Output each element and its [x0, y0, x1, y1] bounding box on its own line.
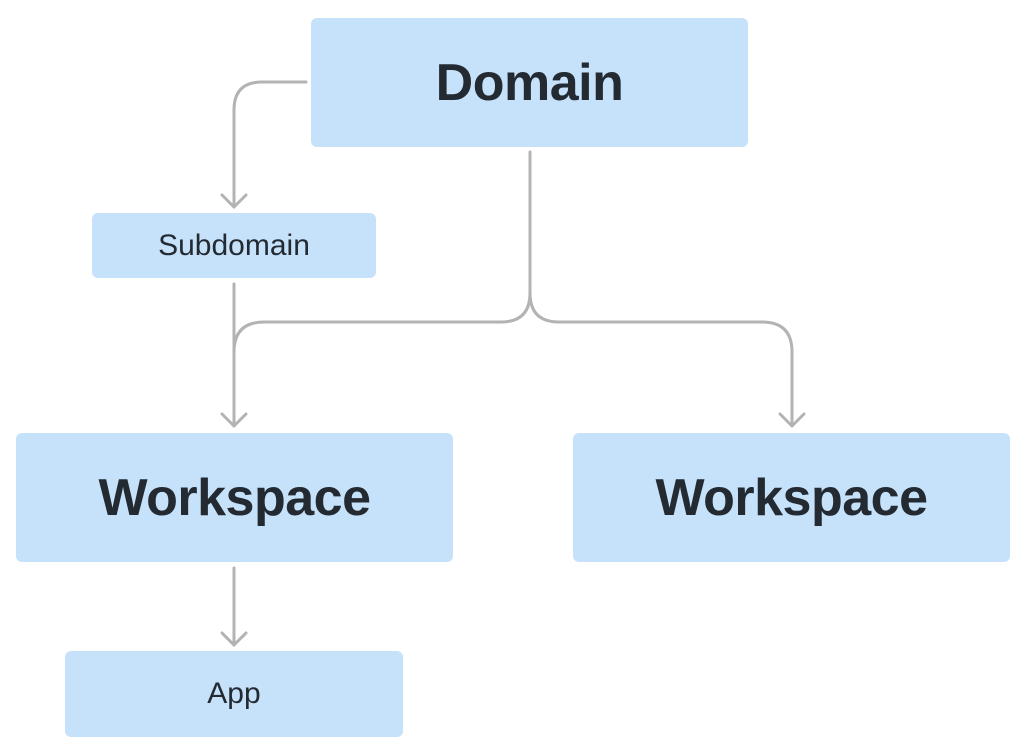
subdomain-node: Subdomain — [92, 213, 376, 278]
app-label: App — [207, 677, 261, 710]
edge-domain-to-workspace-right — [528, 291, 794, 428]
arrowhead-app — [220, 631, 248, 647]
workspace-right-label: Workspace — [655, 468, 928, 527]
edge-domain-to-workspace-left — [232, 291, 532, 354]
domain-node: Domain — [311, 18, 748, 147]
edge-domain-to-subdomain — [232, 80, 308, 209]
workspace-node-left: Workspace — [16, 433, 453, 562]
arrowhead-subdomain — [220, 193, 248, 209]
workspace-left-label: Workspace — [98, 468, 371, 527]
workspace-node-right: Workspace — [573, 433, 1010, 562]
app-node: App — [65, 651, 403, 737]
domain-label: Domain — [435, 53, 624, 112]
arrowhead-workspace-left — [220, 412, 248, 428]
arrowhead-workspace-right — [778, 412, 806, 428]
subdomain-label: Subdomain — [158, 228, 310, 262]
